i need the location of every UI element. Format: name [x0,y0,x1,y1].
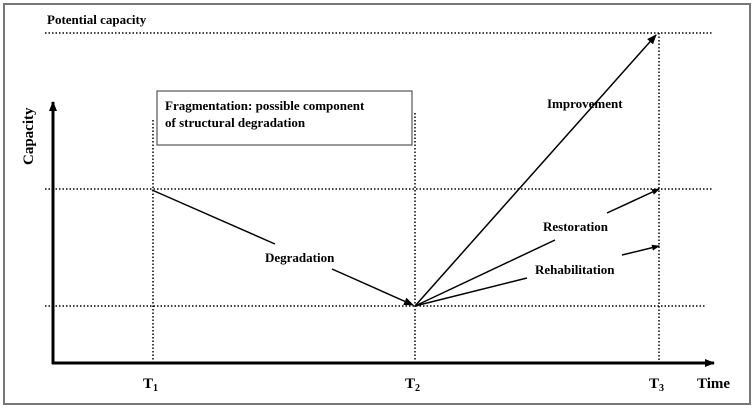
degradation-label: Degradation [265,250,335,265]
y-axis-label: Capacity [21,107,37,165]
restoration-label: Restoration [543,219,609,234]
t1-label: T1 [143,376,158,394]
improvement-label: Improvement [547,96,623,111]
rehabilitation-line [414,277,528,307]
rehabilitation-label: Rehabilitation [535,262,615,277]
improvement-arrow [414,34,657,307]
fragmentation-box [156,90,413,146]
t2-label: T2 [405,376,420,394]
rehabilitation-arrow [621,244,660,256]
restoration-line [414,239,556,307]
restoration-arrow [606,188,660,214]
t3-label: T3 [649,376,664,394]
potential-capacity-label: Potential capacity [47,12,147,27]
fragmentation-text-line1: Fragmentation: possible component [165,98,365,113]
degradation-arrow [331,268,414,306]
frame [3,3,751,405]
x-axis-label: Time [697,376,730,392]
degradation-line [151,189,276,245]
fragmentation-text-line2: of structural degradation [165,115,306,130]
